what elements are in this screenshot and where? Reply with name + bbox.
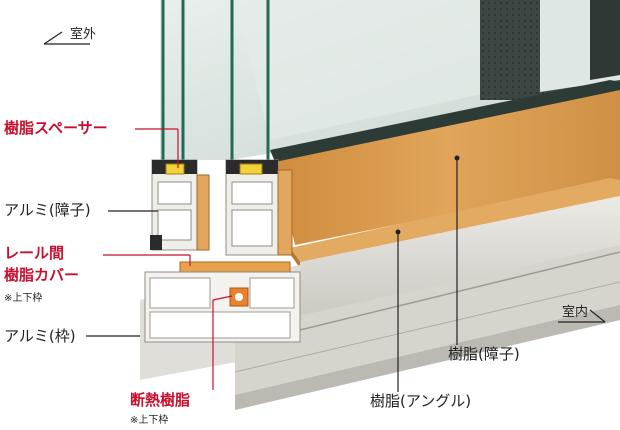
right-sash-section xyxy=(225,159,293,256)
left-sash-section xyxy=(150,159,210,251)
callout-lines-red xyxy=(103,128,233,390)
rail-cover-label-2: 樹脂カバー xyxy=(4,266,80,284)
rail-resin-cover xyxy=(179,261,291,273)
rail-cover-label-1: レール間 xyxy=(4,244,65,262)
indoor-label: 室内 xyxy=(562,305,589,320)
callout-lines xyxy=(43,31,606,392)
frame-section xyxy=(144,271,301,343)
rail-cover-note: ※上下枠 xyxy=(4,293,43,304)
outdoor-label: 室外 xyxy=(70,27,97,42)
resin-angle-label: 樹脂(アングル) xyxy=(370,392,472,410)
callout-dots xyxy=(395,155,460,235)
alu-frame-label: アルミ(枠) xyxy=(4,327,76,345)
alu-sash-label: アルミ(障子) xyxy=(4,201,91,219)
thermal-break-label: 断熱樹脂 xyxy=(130,391,191,409)
resin-spacer-label: 樹脂スペーサー xyxy=(4,119,108,137)
glass-edges xyxy=(161,0,270,160)
resin-sash-label: 樹脂(障子) xyxy=(448,345,520,363)
thermal-break-note: ※上下枠 xyxy=(130,415,169,426)
aluminium-frame-body xyxy=(140,196,620,410)
